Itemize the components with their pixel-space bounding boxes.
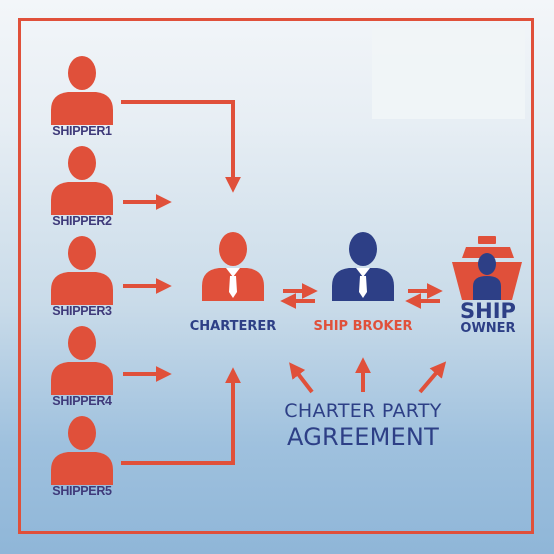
shipper-5-label: SHIPPER5 <box>52 484 112 498</box>
agreement-to-owner-arrow <box>418 361 447 394</box>
shipper-2-label: SHIPPER2 <box>52 214 112 228</box>
agreement-label-line2: AGREEMENT <box>287 423 439 451</box>
shipper5-connector <box>121 367 241 465</box>
connector-lines <box>121 100 447 465</box>
shipper-1-label: SHIPPER1 <box>52 124 112 138</box>
ship-owner-icon <box>452 236 522 300</box>
broker-label: SHIP BROKER <box>313 319 413 334</box>
shipper-5-icon <box>51 416 113 485</box>
owner-label-line1: SHIP <box>460 299 516 323</box>
shipper-4-icon <box>51 326 113 395</box>
agreement-label-line1: CHARTER PARTY <box>284 400 442 422</box>
diagram-frame <box>18 18 534 534</box>
owner-label-line2: OWNER <box>460 321 516 336</box>
blank-panel <box>372 28 525 119</box>
charterer-icon <box>202 232 264 301</box>
shipper-1-icon <box>51 56 113 125</box>
shipper-2-icon <box>51 146 113 215</box>
broker-icon <box>332 232 394 301</box>
agreement-to-charterer-arrow <box>289 362 314 394</box>
shipper-3-label: SHIPPER3 <box>52 304 112 318</box>
shipper-3-icon <box>51 236 113 305</box>
shipper1-connector <box>121 100 241 193</box>
shipper-4-label: SHIPPER4 <box>52 394 112 408</box>
charterer-label: CHARTERER <box>189 319 277 334</box>
